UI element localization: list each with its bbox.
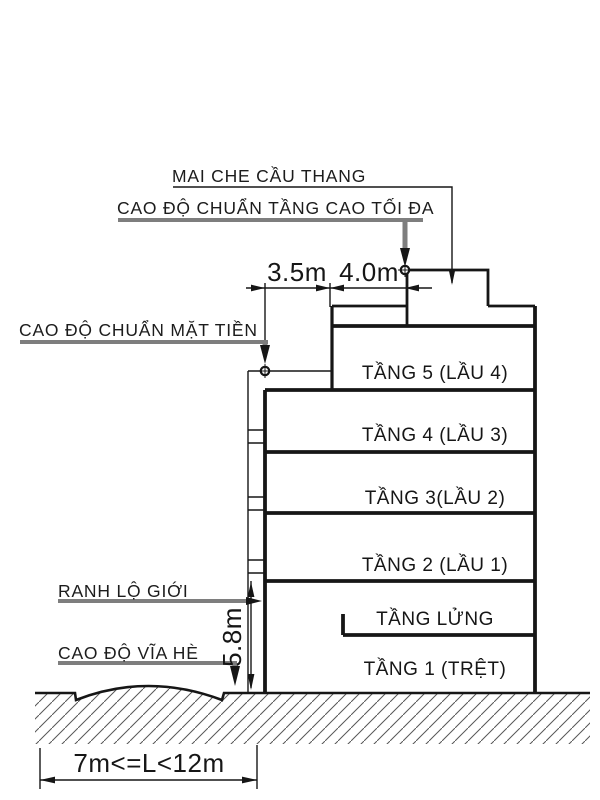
max-height-datum-label: CAO ĐỘ CHUẨN TẦNG CAO TỐI ĐA xyxy=(117,198,435,218)
dim-road-width-range: 7m<=L<12m xyxy=(73,748,225,778)
leader-lines xyxy=(20,218,423,669)
thin-lines xyxy=(39,186,453,789)
facade-datum-label: CAO ĐỘ CHUẨN MẶT TIỀN xyxy=(19,320,258,340)
arrowheads xyxy=(40,248,455,784)
floor-label-mezzanine: TẦNG LỬNG xyxy=(376,609,494,630)
floor-label-5: TẦNG 5 (LẦU 4) xyxy=(361,363,509,384)
roof-cover-label: MAI CHE CẦU THANG xyxy=(172,166,367,186)
dim-front-height: 5.8m xyxy=(217,607,247,667)
ground-hatch xyxy=(35,684,590,744)
dim-stair-block-width: 4.0m xyxy=(339,257,399,287)
floor-label-4: TẦNG 4 (LẦU 3) xyxy=(361,425,509,446)
dim-setback-width: 3.5m xyxy=(267,257,327,287)
road-boundary-label: RANH LỘ GIỚI xyxy=(58,581,189,601)
building-outline xyxy=(263,306,537,693)
stair-cover-box xyxy=(332,268,535,326)
floor-label-3: TẦNG 3(LẦU 2) xyxy=(364,488,506,509)
sidewalk-datum-label: CAO ĐỘ VĨA HÈ xyxy=(58,643,199,663)
floor-label-1: TẦNG 1 (TRỆT) xyxy=(363,659,507,680)
floor-label-2: TẦNG 2 (LẦU 1) xyxy=(361,555,509,576)
datum-markers xyxy=(258,263,412,378)
